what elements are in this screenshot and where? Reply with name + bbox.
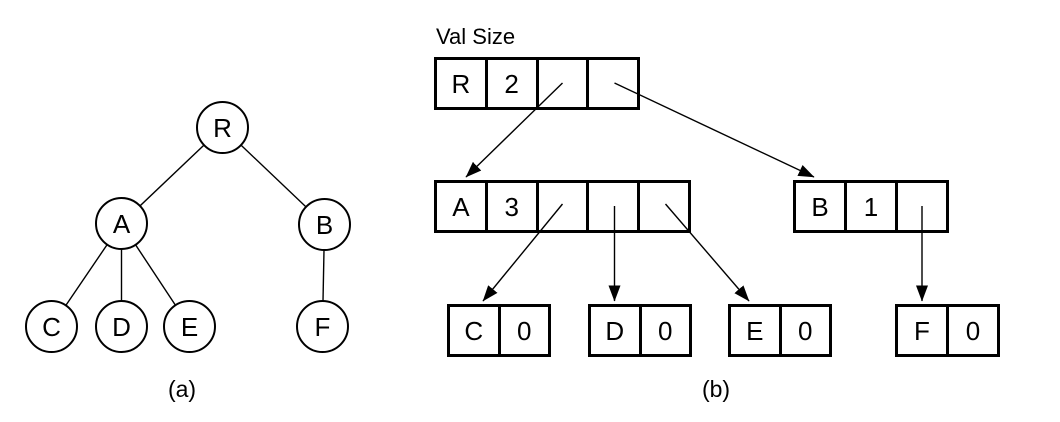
record-D-val: D — [605, 315, 625, 346]
record-C-size: 0 — [497, 307, 549, 354]
record-B-val: B — [811, 191, 829, 222]
caption-b: (b) — [701, 376, 731, 402]
tree-node-C: C — [25, 300, 78, 353]
record-E-val: E — [746, 315, 764, 346]
record-A-val: A — [452, 191, 470, 222]
record-B-pointer-1 — [895, 183, 946, 230]
record-F-size: 0 — [946, 307, 997, 354]
record-R-pointer-1 — [535, 60, 587, 107]
tree-node-D: D — [95, 300, 148, 353]
record-A-size: 3 — [484, 183, 536, 230]
record-R-pointer-2 — [586, 60, 637, 107]
record-B-size: 1 — [844, 183, 895, 230]
column-header-val-size: Val Size — [436, 24, 516, 49]
tree-node-A: A — [95, 197, 148, 250]
record-F: F 0 — [895, 304, 1000, 357]
record-D-size: 0 — [638, 307, 690, 354]
caption-a: (a) — [167, 376, 197, 402]
record-E: E 0 — [728, 304, 832, 357]
tree-node-E: E — [163, 300, 216, 353]
record-D: D 0 — [588, 304, 692, 357]
record-C: C 0 — [447, 304, 551, 357]
record-C-val: C — [464, 315, 484, 346]
record-B: B 1 — [793, 180, 949, 233]
arrow-R-to-B — [614, 82, 815, 178]
record-R-val: R — [451, 68, 471, 99]
record-A-pointer-1 — [535, 183, 587, 230]
record-A-pointer-3 — [637, 183, 688, 230]
tree-node-B: B — [298, 198, 351, 251]
record-R-size: 2 — [484, 60, 536, 107]
tree-node-R: R — [196, 101, 249, 154]
record-F-val: F — [914, 315, 930, 346]
record-A-pointer-2 — [586, 183, 637, 230]
record-A: A 3 — [434, 180, 691, 233]
tree-node-F: F — [296, 300, 349, 353]
record-E-size: 0 — [778, 307, 830, 354]
record-R: R 2 — [434, 57, 640, 110]
